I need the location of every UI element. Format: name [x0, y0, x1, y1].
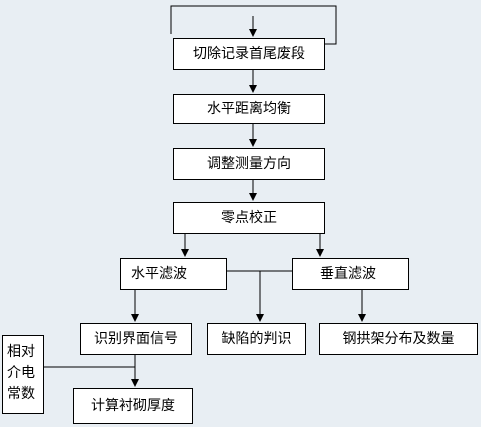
- node-horizontal-equalize: 水平距离均衡: [173, 94, 325, 124]
- node-vertical-filter: 垂直滤波: [292, 258, 409, 290]
- node-horizontal-filter: 水平滤波: [120, 258, 227, 290]
- node-relative-permittivity: 相对 介电 常数: [2, 335, 44, 414]
- node-identify-interface: 识别界面信号: [80, 323, 192, 355]
- side-input-line-3: 常数: [7, 386, 35, 402]
- node-steel-arch: 钢拱架分布及数量: [319, 323, 478, 355]
- node-defect-judgement: 缺陷的判识: [207, 323, 306, 355]
- side-input-line-2: 介电: [7, 365, 35, 381]
- node-cut-records: 切除记录首尾废段: [173, 38, 325, 70]
- node-adjust-direction: 调整测量方向: [173, 148, 325, 180]
- node-lining-thickness: 计算衬砌厚度: [73, 388, 193, 424]
- start-frame: [170, 5, 337, 45]
- side-input-line-1: 相对: [7, 344, 35, 360]
- node-zero-correction: 零点校正: [173, 202, 325, 234]
